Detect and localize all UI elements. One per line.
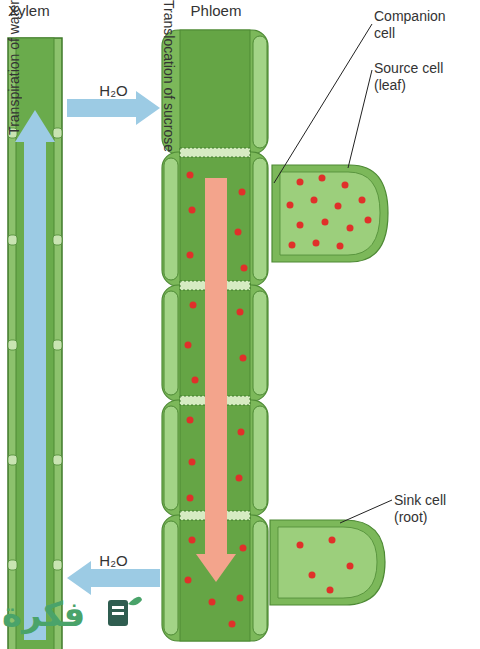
water-arrow-shaft [24,140,46,640]
flow-label: Translocation of sucrose [160,0,178,152]
logo-icon [108,597,142,626]
edge-label: H₂O [67,552,160,569]
sucrose-dots [185,172,372,628]
part-label: Source cell (leaf) [374,60,458,94]
leader-lines [274,24,392,523]
sucrose-arrow-shaft [205,178,227,556]
vessel-title: Phloem [160,2,272,19]
flow-label: Transpiration of water [5,0,23,135]
xylem-vessel: XylemTranspiration of water [5,0,67,649]
sucrose-arrow-head [196,554,236,582]
source-cell [272,165,388,262]
part-label: Companion cell [374,8,464,42]
phloem-tube: PhloemTranslocation of sucrose [160,0,272,640]
sink-cell-inner [278,527,377,598]
companion-cells [164,36,267,635]
phloem-segments [162,30,268,641]
watermark: فكرة [2,594,85,634]
source-cell-inner [280,172,380,255]
part-label: Sink cell (root) [394,492,474,526]
sink-cell [270,520,385,605]
edge-label: H₂O [67,82,160,99]
